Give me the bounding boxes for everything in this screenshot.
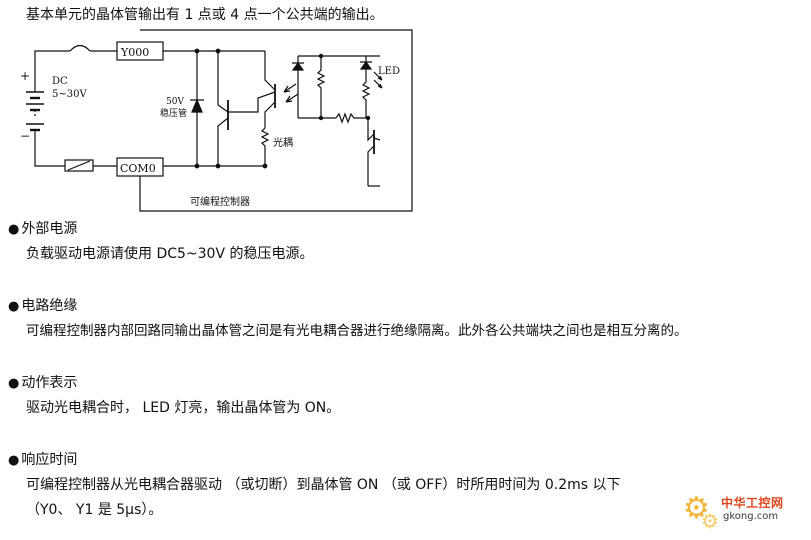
photo-arrow-2 xyxy=(285,93,299,103)
optocoupler-label: 光耦 xyxy=(273,136,293,149)
photo-arrow-1 xyxy=(283,83,297,93)
transistor-output-circuit-diagram: 可编程控制器 Y000 COM0 + − DC 5~30V 50V 稳压管 xyxy=(20,29,413,212)
gear-icon: ⚙ xyxy=(701,509,719,533)
watermark-title: 中华工控网 xyxy=(721,496,784,510)
external-top-wire xyxy=(34,50,70,92)
plc-box-label: 可编程控制器 xyxy=(190,195,250,208)
battery-minus: − xyxy=(20,129,30,143)
gear-icon: ⚙ xyxy=(683,491,710,526)
section-body-response-time-line-2: （Y0、 Y1 是 5μs）。 xyxy=(26,502,163,518)
dc-range: 5~30V xyxy=(52,89,87,100)
zener-label: 稳压管 xyxy=(160,107,187,119)
fuse-symbol xyxy=(69,44,91,52)
bullet-icon: ● xyxy=(8,222,20,237)
bullet-icon: ● xyxy=(8,299,20,314)
led-diode xyxy=(359,60,373,70)
terminal-com0 xyxy=(116,157,164,177)
terminal-com0-label: COM0 xyxy=(120,162,156,175)
section-heading-circuit-insulation: ●电路绝缘 xyxy=(8,298,78,314)
watermark-url: gkong.com xyxy=(723,511,779,522)
zener-diode xyxy=(190,98,204,113)
resistor-optocoupler xyxy=(260,127,270,166)
plc-box xyxy=(139,29,413,212)
resistor-series xyxy=(335,112,368,124)
intro-text: 基本单元的晶体管输出有 1 点或 4 点一个公共端的输出。 xyxy=(26,7,384,23)
zener-value: 50V xyxy=(166,97,184,107)
dc-label: DC xyxy=(52,76,68,87)
bullet-icon: ● xyxy=(8,453,20,468)
bullet-icon: ● xyxy=(8,376,20,391)
section-body-circuit-insulation: 可编程控制器内部回路同输出晶体管之间是有光电耦合器进行绝缘隔离。此外各公共端块之… xyxy=(26,323,688,339)
section-body-external-power: 负载驱动电源请使用 DC5~30V 的稳压电源。 xyxy=(26,246,314,262)
terminal-y000-label: Y000 xyxy=(120,46,149,59)
external-bottom-wire xyxy=(34,130,65,167)
section-heading-operation-indication: ●动作表示 xyxy=(8,375,78,391)
diode-opto-emitter xyxy=(291,61,305,71)
watermark-logo: ⚙ ⚙ 中华工控网 gkong.com xyxy=(677,491,805,534)
battery-plus: + xyxy=(20,69,30,83)
section-body-response-time-line-1: 可编程控制器从光电耦合器驱动 （或切断）到晶体管 ON （或 OFF）时所用时间… xyxy=(26,477,621,493)
section-body-operation-indication: 驱动光电耦合时， LED 灯亮，输出晶体管为 ON。 xyxy=(26,400,341,416)
section-heading-external-power: ●外部电源 xyxy=(8,221,78,237)
section-heading-response-time: ●响应时间 xyxy=(8,452,78,468)
led-label: LED xyxy=(378,66,400,77)
